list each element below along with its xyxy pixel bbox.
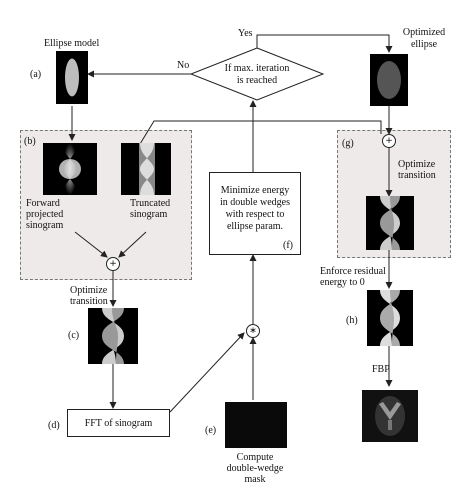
decision-diamond xyxy=(189,47,325,101)
yes-arrow xyxy=(256,34,393,53)
forward-to-plus-arrow xyxy=(74,231,108,258)
label-e: (e) xyxy=(205,425,217,436)
optimize-transition-c-line1: Optimize xyxy=(70,285,108,296)
label-d: (d) xyxy=(48,420,60,431)
fft-text: FFT of sinogram xyxy=(84,418,153,429)
label-g: (g) xyxy=(342,138,354,149)
truncated-label-line1: Truncated xyxy=(130,198,171,209)
optimize-transition-g-line2: transition xyxy=(398,170,436,181)
h-sinogram-image xyxy=(367,290,413,346)
optimized-ellipse-image xyxy=(370,54,408,106)
g-sinogram-image xyxy=(366,196,414,250)
forward-label-line3: sinogram xyxy=(26,220,64,231)
truncated-sinogram-image xyxy=(121,143,171,195)
double-wedge-mask-image xyxy=(225,402,287,448)
ellipse-model-image xyxy=(56,51,88,104)
enforce-line1: Enforce residual xyxy=(320,266,386,277)
fft-box xyxy=(67,409,170,437)
fft-to-multiply-arrow xyxy=(169,332,245,413)
label-c: (c) xyxy=(68,330,80,341)
optimize-transition-g-line1: Optimize xyxy=(398,159,436,170)
minimize-energy-box xyxy=(209,172,301,255)
label-f: (f) xyxy=(283,240,293,251)
minimize-line3: with respect to xyxy=(225,209,285,220)
compute-line2: double-wedge xyxy=(226,463,284,474)
optimized-ellipse-line2: ellipse xyxy=(410,39,438,50)
forward-label-line1: Forward xyxy=(26,198,60,209)
yes-label: Yes xyxy=(238,28,253,39)
truncated-label-line2: sinogram xyxy=(130,209,168,220)
minimize-line1: Minimize energy xyxy=(220,185,290,196)
label-b: (b) xyxy=(24,136,36,147)
multiply-node: ∗ xyxy=(246,324,260,338)
plus-node-b: + xyxy=(106,257,120,271)
enforce-line2: energy to 0 xyxy=(320,277,365,288)
no-label: No xyxy=(177,60,190,71)
optimize-transition-c-line2: transition xyxy=(70,296,108,307)
decision-text-line2: is reached xyxy=(236,75,278,86)
plus-node-g: + xyxy=(382,134,396,148)
fbp-label: FBP xyxy=(372,364,390,375)
label-a: (a) xyxy=(30,69,42,80)
compute-line3: mask xyxy=(244,474,266,485)
optimized-ellipse-line1: Optimized xyxy=(402,27,446,38)
c-sinogram-image xyxy=(88,308,138,364)
truncated-to-plus-arrow xyxy=(118,231,147,258)
forward-sinogram-image xyxy=(43,143,97,195)
compute-line1: Compute xyxy=(236,452,274,463)
minimize-line2: in double wedges xyxy=(220,197,290,208)
decision-text-line1: If max. iteration xyxy=(224,63,290,74)
truncated-to-g-line xyxy=(139,120,382,145)
fbp-result-image xyxy=(362,390,418,442)
minimize-line4: ellipse param. xyxy=(226,221,284,232)
ellipse-model-title: Ellipse model xyxy=(44,38,100,49)
forward-label-line2: projected xyxy=(26,209,64,220)
label-h: (h) xyxy=(346,315,358,326)
